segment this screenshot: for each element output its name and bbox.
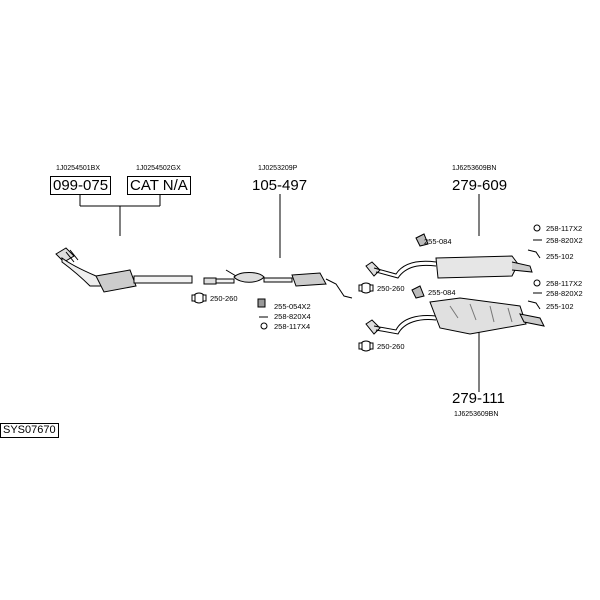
rear-silencer-upper-drawing bbox=[365, 233, 533, 279]
gasket-icon bbox=[257, 298, 266, 308]
bracket-icon bbox=[527, 300, 541, 310]
nut-icon bbox=[260, 322, 268, 330]
front-pipe-drawing bbox=[203, 269, 353, 299]
clamp-front bbox=[191, 292, 207, 304]
fitting-label[interactable]: 255-054X2 bbox=[274, 302, 311, 311]
part-ref-label: 1J0254501BX bbox=[56, 165, 100, 172]
nut-icon bbox=[533, 224, 541, 232]
bracket-icon bbox=[527, 249, 541, 259]
fitting-label[interactable]: 258-820X4 bbox=[274, 312, 311, 321]
fitting-label[interactable]: 258-117X4 bbox=[274, 322, 311, 331]
fitting-label[interactable]: 255-102 bbox=[546, 302, 574, 311]
part-number-279-609[interactable]: 279-609 bbox=[452, 177, 508, 194]
part-ref-label: 1J6253609BN bbox=[454, 411, 499, 418]
fitting-label[interactable]: 255-084 bbox=[428, 288, 456, 297]
part-number-099-075[interactable]: 099-075 bbox=[50, 176, 112, 195]
part-number-279-111[interactable]: 279-111 bbox=[452, 390, 505, 407]
part-number-105-497[interactable]: 105-497 bbox=[252, 177, 308, 194]
fitting-label[interactable]: 255-084 bbox=[424, 237, 452, 246]
fitting-label[interactable]: 250-260 bbox=[377, 342, 405, 351]
fitting-label[interactable]: 258-820X2 bbox=[546, 236, 583, 245]
fitting-label[interactable]: 258-117X2 bbox=[546, 224, 583, 233]
clamp-lower bbox=[358, 340, 374, 352]
fitting-label[interactable]: 250-260 bbox=[377, 284, 405, 293]
diagram-id: SYS07670 bbox=[0, 423, 59, 438]
part-ref-label: 1J0253209P bbox=[258, 165, 298, 172]
part-ref-label: 1J6253609BN bbox=[452, 165, 497, 172]
rear-silencer-lower-drawing bbox=[365, 285, 545, 335]
part-number-cat[interactable]: CAT N/A bbox=[127, 176, 191, 195]
part-ref-label: 1J0254502GX bbox=[136, 165, 181, 172]
fitting-label[interactable]: 250-260 bbox=[210, 294, 238, 303]
fitting-label[interactable]: 258-117X2 bbox=[546, 279, 583, 288]
clamp-upper bbox=[358, 282, 374, 294]
nut-icon bbox=[533, 279, 541, 287]
catalytic-converter-drawing bbox=[55, 247, 193, 293]
fitting-label[interactable]: 258-820X2 bbox=[546, 289, 583, 298]
fitting-label[interactable]: 255-102 bbox=[546, 252, 574, 261]
